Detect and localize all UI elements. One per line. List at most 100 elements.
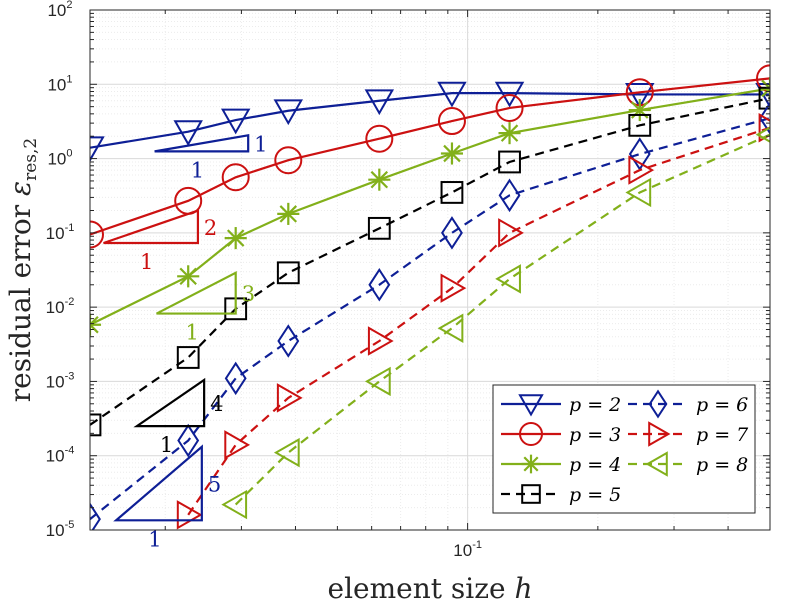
x-tick-label: 10-1 <box>453 539 482 560</box>
marker-triangle-left <box>625 177 652 208</box>
legend-label: p = 7 <box>696 424 749 446</box>
marker-diamond <box>498 178 521 213</box>
legend-entry-4: p = 4 <box>501 454 621 476</box>
legend-entry-5: p = 5 <box>501 484 621 506</box>
marker-triangle-right <box>648 421 671 447</box>
series-7 <box>176 113 770 530</box>
marker-triangle-down <box>437 81 467 108</box>
legend-label: p = 6 <box>696 394 748 416</box>
marker-triangle-down <box>273 99 304 126</box>
legend-entry-3: p = 3 <box>501 422 621 446</box>
marker-circle <box>495 93 524 122</box>
marker-asterisk <box>628 98 651 122</box>
slope-run-label: 1 <box>191 158 204 182</box>
legend: p = 2 p = 3 p = 4 p = 5 p = 6 p = 7 p = 8 <box>492 384 756 514</box>
y-tick-base: 10 <box>46 521 65 540</box>
grid-lines <box>90 10 771 531</box>
y-tick-exponent: 0 <box>66 148 72 160</box>
marker-triangle-right <box>276 383 303 413</box>
marker-square <box>90 413 102 437</box>
marker-asterisk-stroke <box>500 124 519 142</box>
marker-diamond <box>441 216 463 250</box>
slope-rise-label: 3 <box>242 282 255 306</box>
marker-asterisk <box>368 168 391 191</box>
marker-asterisk-stroke <box>443 144 461 163</box>
y-tick-label: 101 <box>47 73 72 94</box>
marker-circle <box>90 220 104 249</box>
slope-rise-label: 1 <box>254 132 267 156</box>
legend-label: p = 5 <box>569 484 621 506</box>
marker-asterisk-stroke <box>90 315 99 327</box>
marker-circle <box>756 64 770 93</box>
marker-asterisk-stroke <box>226 229 245 247</box>
y-tick-exponent: -4 <box>65 445 75 457</box>
axes-box <box>89 9 771 531</box>
legend-entry-6: p = 6 <box>628 389 748 419</box>
marker-asterisk-stroke <box>523 456 539 472</box>
marker-triangle-right <box>758 113 770 143</box>
y-tick-label: 10-3 <box>46 370 75 391</box>
marker-triangle-left <box>364 366 391 397</box>
y-tick-base: 10 <box>46 224 65 243</box>
marker-asterisk-stroke <box>90 323 99 334</box>
y-tick-exponent: 2 <box>66 0 72 11</box>
y-tick-label: 10-2 <box>46 296 75 317</box>
y-tick-exponent: -1 <box>65 222 75 234</box>
x-tick-base: 10 <box>453 541 472 560</box>
slope-run-label: 1 <box>140 250 153 274</box>
marker-diamond <box>90 502 101 530</box>
marker-triangle-left <box>645 451 668 477</box>
slope-run-label: 1 <box>148 527 161 551</box>
y-axis-label: residual error εres,2 <box>4 138 41 402</box>
slope-rise-label: 5 <box>208 473 221 497</box>
series-4 <box>90 77 770 336</box>
marker-triangle-right <box>440 273 467 303</box>
marker-asterisk <box>224 227 247 250</box>
marker-square <box>521 484 541 504</box>
y-tick-base: 10 <box>47 150 66 169</box>
y-tick-exponent: -5 <box>65 519 75 531</box>
y-tick-exponent: -3 <box>65 370 75 382</box>
marker-asterisk-stroke <box>370 170 389 189</box>
marker-circle <box>365 124 394 153</box>
slope-triangle-shape <box>133 377 206 428</box>
y-tick-label: 102 <box>47 0 72 20</box>
legend-label: p = 4 <box>569 454 621 476</box>
slope-triangle-shape <box>154 133 250 153</box>
y-tick-exponent: 1 <box>66 73 72 85</box>
slope-triangle-3: 31 <box>156 270 255 345</box>
marker-triangle-down <box>364 89 395 116</box>
y-tick-label: 100 <box>47 148 72 169</box>
marker-triangle-down <box>173 120 203 147</box>
y-tick-label: 10-5 <box>46 519 75 540</box>
legend-entry-8: p = 8 <box>628 451 748 477</box>
legend-label: p = 2 <box>569 394 621 416</box>
legend-entry-2: p = 2 <box>501 394 621 417</box>
marker-triangle-left <box>755 126 770 143</box>
marker-circle <box>274 146 303 175</box>
slope-rise-label: 4 <box>210 392 223 416</box>
marker-asterisk-stroke <box>279 205 298 223</box>
series-line <box>90 77 770 236</box>
marker-diamond <box>759 101 770 135</box>
marker-circle <box>437 107 466 136</box>
marker-triangle-down <box>494 81 525 108</box>
y-tick-base: 10 <box>46 298 65 317</box>
marker-circle <box>519 422 543 446</box>
marker-diamond <box>224 361 247 396</box>
slope-triangle-4: 41 <box>133 377 224 457</box>
marker-diamond <box>368 268 391 302</box>
y-tick-label: 10-4 <box>46 445 75 466</box>
slope-triangle-5: 51 <box>113 444 221 551</box>
slope-triangle-2: 21 <box>103 209 217 274</box>
slope-triangle-shape <box>103 209 200 245</box>
legend-label: p = 3 <box>569 424 621 446</box>
marker-triangle-right <box>498 218 524 248</box>
marker-triangle-right <box>367 326 394 356</box>
marker-square <box>628 113 652 137</box>
slope-triangle-shape <box>113 444 203 522</box>
x-tick-exponent: -1 <box>472 539 482 551</box>
marker-triangle-right <box>224 430 251 460</box>
